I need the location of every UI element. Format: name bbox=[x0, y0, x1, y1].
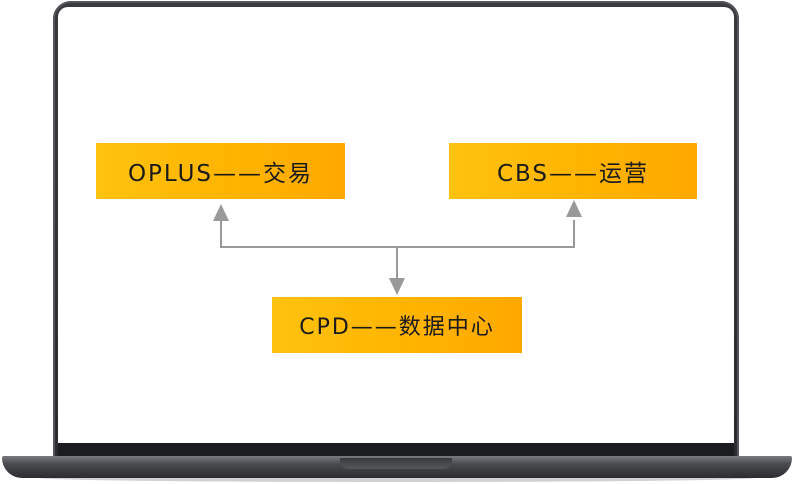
laptop-screen bbox=[58, 7, 734, 443]
screen-bottom-bezel bbox=[58, 443, 734, 457]
connector-line bbox=[220, 220, 575, 248]
laptop-notch bbox=[340, 458, 452, 469]
node-cbs-label: CBS——运营 bbox=[496, 161, 650, 187]
node-oplus-label: OPLUS——交易 bbox=[127, 161, 314, 187]
node-cpd-label: CPD——数据中心 bbox=[299, 315, 495, 340]
node-cbs: CBS——运营 bbox=[449, 143, 697, 199]
node-oplus: OPLUS——交易 bbox=[96, 143, 345, 199]
node-cpd: CPD——数据中心 bbox=[272, 297, 522, 353]
laptop-shadow bbox=[40, 474, 754, 482]
arrow-head-cbs bbox=[566, 200, 582, 217]
arrow-head-oplus bbox=[213, 204, 229, 221]
arrow-head-cpd bbox=[389, 278, 405, 295]
